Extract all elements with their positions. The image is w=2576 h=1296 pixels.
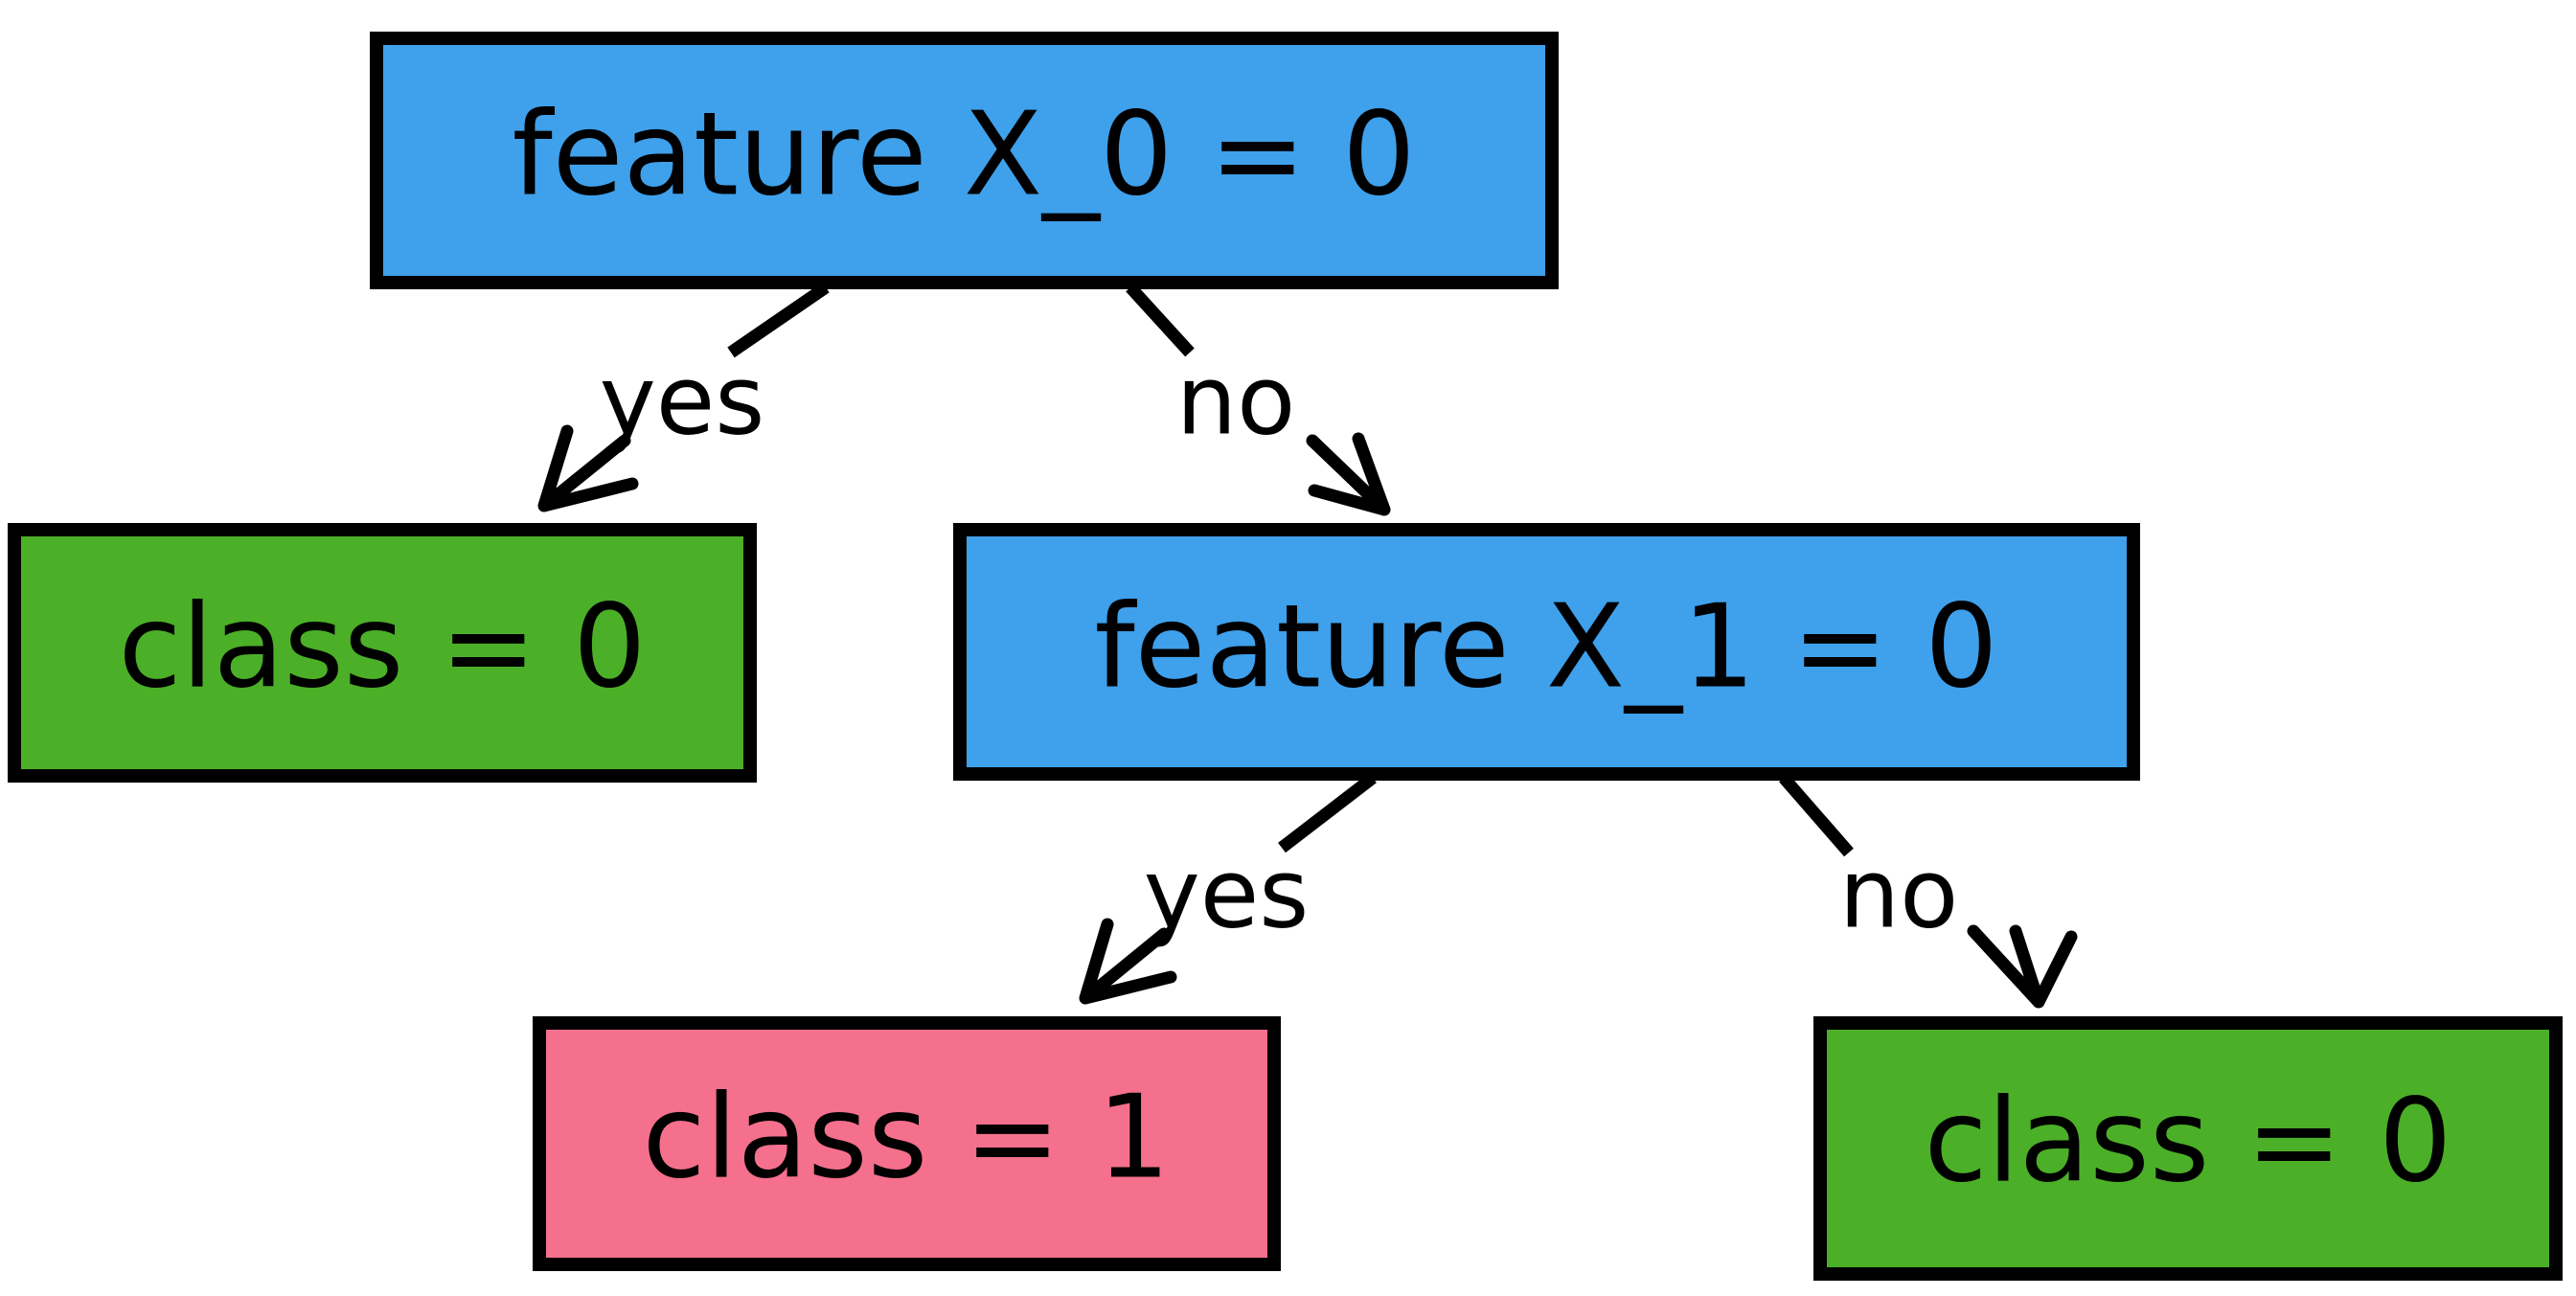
edge-x1-no: no (1779, 773, 2078, 1009)
edge-x1-yes-label: yes (1144, 837, 1310, 949)
edge-root-yes: yes (537, 282, 830, 512)
node-leaf-right-box[interactable] (1813, 1016, 2563, 1281)
node-root-label: feature X_0 = 0 (512, 89, 1415, 222)
edge-x1-yes-arrowhead (1079, 918, 1177, 1005)
node-leaf-right[interactable]: class = 0 (1813, 1016, 2563, 1281)
edge-root-no: no (1126, 283, 1391, 516)
node-leaf-mid-label: class = 1 (642, 1072, 1170, 1205)
edge-x1-no-label: no (1839, 837, 1959, 949)
edge-root-no-line (1126, 283, 1195, 357)
node-x1[interactable]: feature X_1 = 0 (953, 523, 2140, 781)
node-root-box[interactable] (370, 32, 1559, 289)
node-leaf-left-box[interactable] (8, 523, 757, 783)
edge-x1-yes: yes (1079, 772, 1377, 1005)
edge-root-yes-line (727, 282, 830, 358)
node-x1-label: feature X_1 = 0 (1094, 581, 1997, 715)
edge-x1-no-arrowhead (1967, 924, 2078, 1009)
edge-root-yes-label: yes (600, 344, 765, 456)
edge-root-no-label: no (1176, 344, 1296, 456)
node-leaf-left-label: class = 0 (118, 581, 646, 715)
node-root[interactable]: feature X_0 = 0 (370, 32, 1559, 289)
node-leaf-mid[interactable]: class = 1 (533, 1016, 1281, 1271)
edge-x1-yes-line (1278, 772, 1377, 853)
edge-x1-no-line (1779, 773, 1854, 857)
edge-root-no-arrowhead (1306, 432, 1391, 516)
node-leaf-mid-box[interactable] (533, 1016, 1281, 1271)
node-leaf-left[interactable]: class = 0 (8, 523, 757, 783)
edge-root-yes-arrowhead (537, 424, 639, 512)
node-x1-box[interactable] (953, 523, 2140, 781)
node-leaf-right-label: class = 0 (1924, 1076, 2451, 1209)
